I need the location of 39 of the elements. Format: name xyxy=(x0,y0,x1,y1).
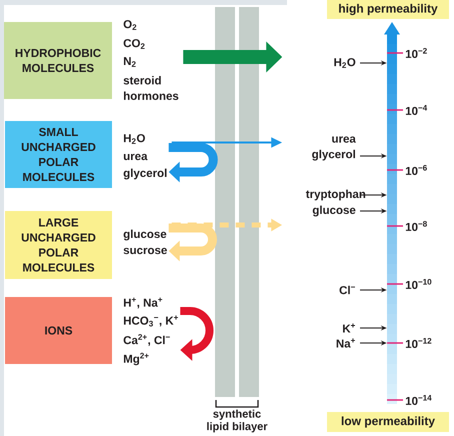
tick-label: 10$^{−2}$ xyxy=(406,48,427,58)
bilayer-label: synthetic lipid bilayer xyxy=(207,410,268,432)
category-box: IONS xyxy=(5,297,112,364)
ion-label: Cl$^{−}$ xyxy=(340,286,355,294)
category-box: SMALL UNCHARGED POLAR MOLECULES xyxy=(5,121,112,188)
ion-label: HCO$_{3}$$^{−}$, K$^{+}$ xyxy=(124,316,178,326)
molecule-label: glucose xyxy=(312,206,356,216)
molecule-label: tryptophan xyxy=(306,190,366,200)
ion-label: Mg$^{2+}$ xyxy=(124,352,149,366)
molecule-label: CO$_{2}$ xyxy=(124,39,145,49)
ion-label: Ca$^{2+}$, Cl$^{−}$ xyxy=(124,334,170,346)
tick-label: 10$^{−12}$ xyxy=(406,338,432,348)
molecule-label: H$_{2}$O xyxy=(334,58,356,68)
molecule-label: glycerol xyxy=(124,168,166,180)
tick-label: 10$^{−4}$ xyxy=(406,105,428,115)
tick-label: 10$^{−14}$ xyxy=(406,395,432,405)
ion-label: H$^{+}$, Na$^{+}$ xyxy=(124,298,162,308)
lipid-bilayer xyxy=(215,7,259,397)
molecule-label: sucrose xyxy=(124,248,167,254)
category-box: HYDROPHOBIC MOLECULES xyxy=(4,22,112,99)
scale-end-label: low permeability xyxy=(327,412,449,432)
scale-end-label: high permeability xyxy=(327,0,449,19)
molecule-label: H$_{2}$O xyxy=(124,134,145,144)
curved-arrow xyxy=(180,307,214,361)
tick-label: 10$^{−8}$ xyxy=(406,220,427,232)
molecule-label: O$_{2}$ xyxy=(124,20,136,30)
curved-arrow xyxy=(168,224,217,262)
molecule-label: steroid hormones xyxy=(124,76,178,100)
ion-label: Na$^{+}$ xyxy=(336,338,355,348)
category-box: LARGE UNCHARGED POLAR MOLECULES xyxy=(5,211,112,279)
tick-label: 10$^{−6}$ xyxy=(406,164,427,176)
curved-arrow xyxy=(168,143,218,182)
scale-arrow xyxy=(384,22,400,404)
molecule-label: urea glycerol xyxy=(312,136,356,161)
ion-label: K$^{+}$ xyxy=(343,323,355,333)
tick-label: 10$^{−10}$ xyxy=(406,278,432,290)
molecule-label: N$_{2}$ xyxy=(124,57,136,67)
molecule-label: glucose xyxy=(124,230,166,240)
molecule-label: urea xyxy=(124,154,148,160)
